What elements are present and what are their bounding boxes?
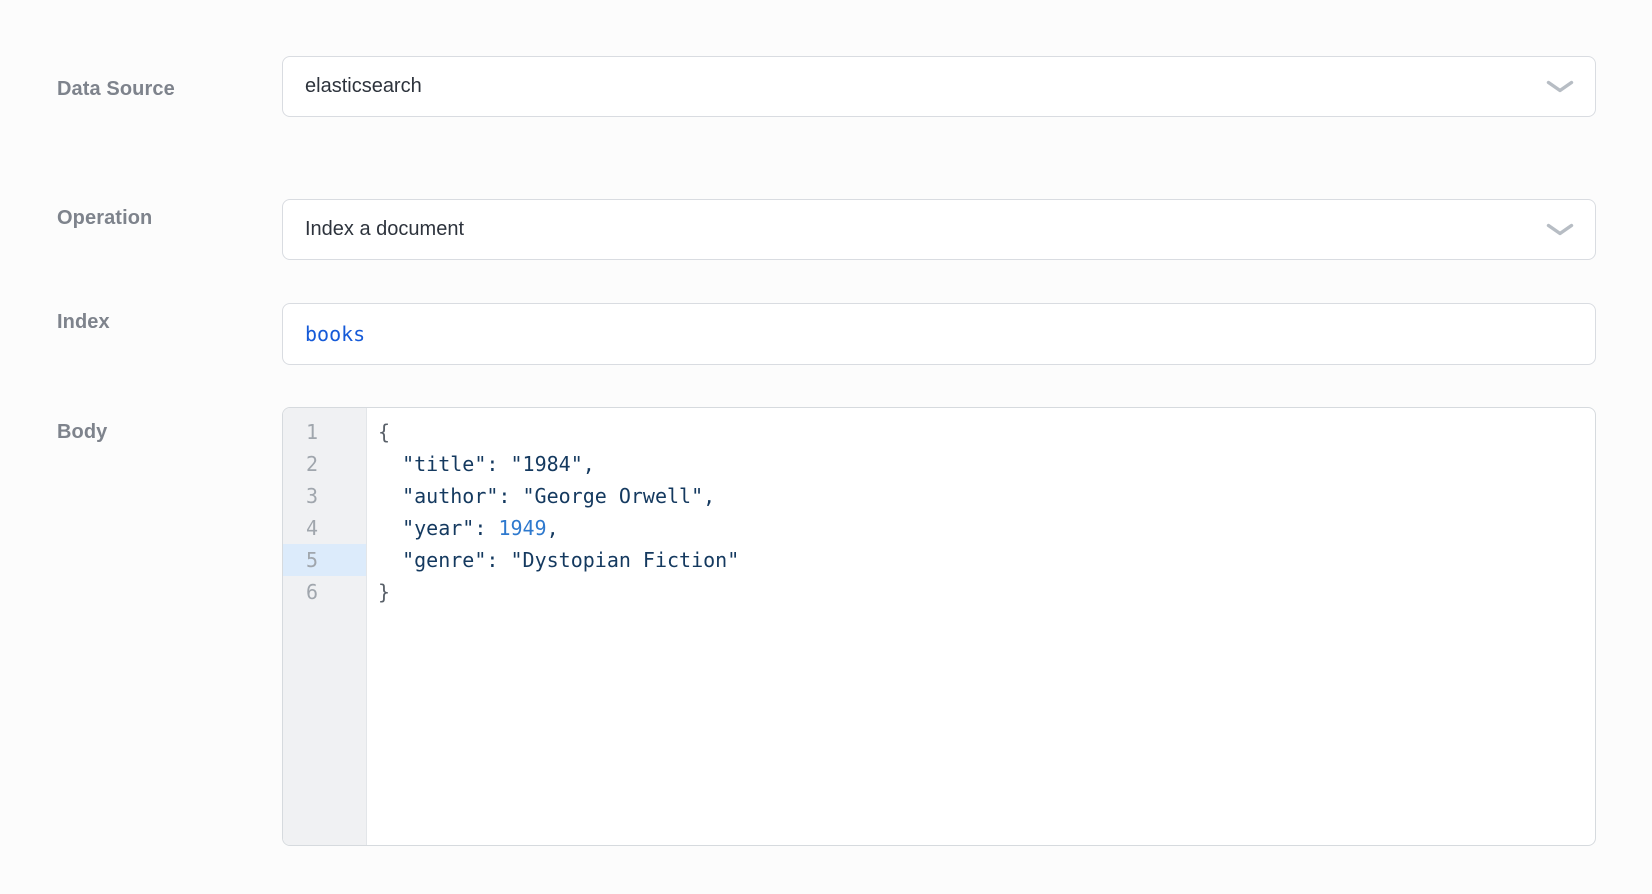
line-number: 6: [305, 580, 318, 604]
body-label: Body: [57, 421, 108, 443]
code-line: "title": "1984",: [402, 452, 595, 476]
editor-code: { "title": "1984", "author": "George Orw…: [367, 408, 1595, 845]
data-source-selected-value: elasticsearch: [305, 75, 422, 97]
code-line: }: [378, 580, 391, 604]
body-code-editor[interactable]: 1 2 3 4 5 6 { "title": "1984", "author": "Geo…: [282, 407, 1596, 846]
index-input[interactable]: [282, 303, 1596, 365]
operation-label: Operation: [57, 207, 153, 229]
data-source-select[interactable]: elasticsearch: [282, 56, 1596, 117]
line-number: 4: [305, 516, 318, 540]
code-line: "genre": "Dystopian Fiction": [402, 548, 740, 572]
data-source-label: Data Source: [57, 78, 175, 100]
line-number: 1: [305, 420, 318, 444]
line-number: 3: [305, 484, 318, 508]
line-number: 2: [305, 452, 318, 476]
operation-select[interactable]: Index a document: [282, 199, 1596, 260]
operation-selected-value: Index a document: [305, 218, 464, 240]
editor-gutter: 1 2 3 4 5 6: [283, 408, 367, 845]
chevron-down-icon: [1546, 223, 1574, 237]
code-line: "author": "George Orwell",: [402, 484, 716, 508]
line-number: 5: [283, 544, 366, 576]
chevron-down-icon: [1546, 80, 1574, 94]
code-line: {: [378, 420, 391, 444]
index-label: Index: [57, 311, 110, 333]
code-line: "year": 1949,: [402, 516, 559, 540]
